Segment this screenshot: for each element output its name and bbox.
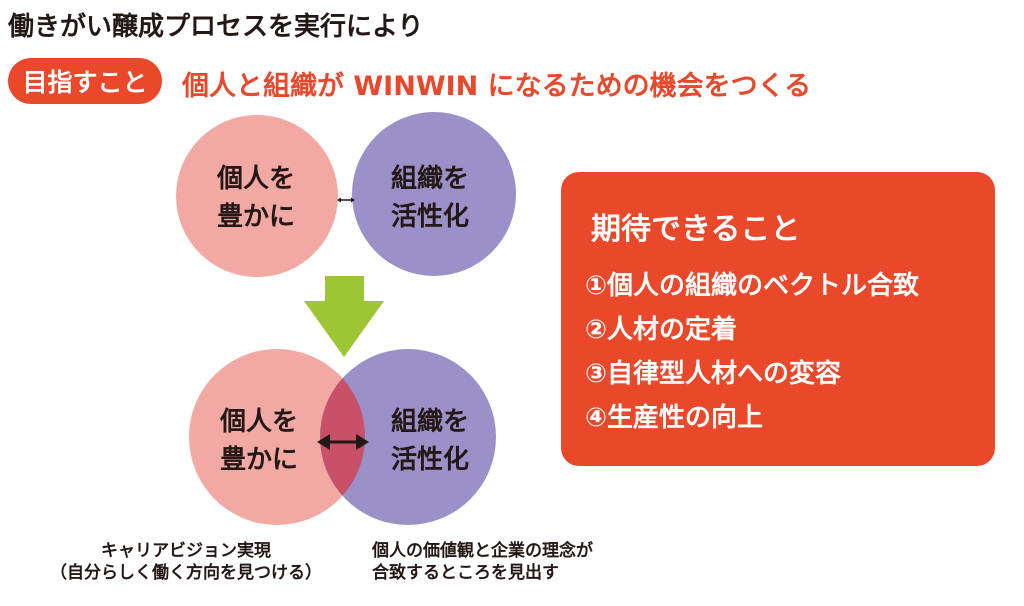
left-caption-line2: （自分らしく働く方向を見つける）: [50, 563, 322, 583]
top-small-arrow-icon: [337, 197, 355, 203]
down-arrow-icon: [304, 276, 384, 357]
top-org-label: 組織を 活性化: [370, 160, 490, 236]
expectations-title: 期待できること: [591, 212, 801, 247]
right-caption-line1: 個人の価値観と企業の理念が: [372, 541, 593, 561]
left-caption: キャリアビジョン実現 （自分らしく働く方向を見つける）: [26, 540, 346, 584]
bottom-person-label-line2: 豊かに: [219, 445, 298, 475]
top-person-circle: [176, 115, 338, 277]
right-caption: 個人の価値観と企業の理念が 合致するところを見出す: [372, 540, 593, 584]
bottom-person-circle: [189, 349, 365, 525]
expectation-item: ④生産性の向上: [585, 403, 764, 433]
expectations-box: 期待できること ①個人の組織のベクトル合致 ②人材の定着 ③自律型人材への変容 …: [561, 172, 995, 466]
expectation-item: ①個人の組織のベクトル合致: [585, 271, 920, 301]
top-org-label-line1: 組織を: [390, 164, 469, 194]
bottom-double-arrow-icon: [317, 434, 369, 450]
top-person-label-line1: 個人を: [216, 164, 295, 194]
top-org-label-line2: 活性化: [390, 202, 469, 232]
goal-text: 個人と組織が WINWIN になるための機会をつくる: [182, 71, 812, 102]
bottom-person-label: 個人を 豊かに: [199, 403, 319, 479]
expectation-item: ②人材の定着: [585, 315, 738, 345]
bottom-org-label-line1: 組織を: [390, 407, 469, 437]
top-person-label: 個人を 豊かに: [196, 160, 316, 236]
left-caption-line1: キャリアビジョン実現: [101, 541, 271, 561]
top-person-label-line2: 豊かに: [216, 202, 295, 232]
bottom-org-label-line2: 活性化: [390, 445, 469, 475]
expectations-list: ①個人の組織のベクトル合致 ②人材の定着 ③自律型人材への変容 ④生産性の向上: [585, 264, 919, 440]
right-caption-line2: 合致するところを見出す: [372, 563, 559, 583]
page-title: 働きがい醸成プロセスを実行により: [8, 12, 424, 42]
bottom-org-label: 組織を 活性化: [370, 403, 490, 479]
bottom-person-label-line1: 個人を: [219, 407, 298, 437]
top-org-circle: [352, 112, 516, 276]
expectation-item: ③自律型人材への変容: [585, 359, 842, 389]
bottom-org-circle: [320, 349, 496, 525]
goal-badge: 目指すこと: [8, 58, 162, 104]
